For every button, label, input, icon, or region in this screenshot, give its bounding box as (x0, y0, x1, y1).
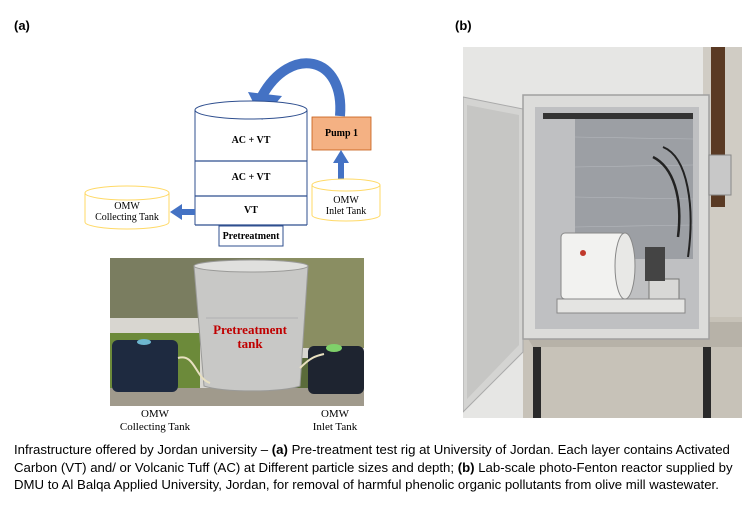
pump-label: Pump 1 (324, 128, 359, 139)
pump-box (311, 116, 372, 151)
layer-1-label: AC + VT (231, 135, 271, 146)
collecting-tank-label: OMW Collecting Tank (95, 201, 159, 223)
pretreatment-photo (110, 258, 364, 406)
panel-a-label: (a) (14, 18, 30, 33)
layer-3-label: VT (244, 205, 258, 216)
outlet-arrow (170, 204, 182, 220)
column-top (194, 100, 308, 120)
figure-caption: Infrastructure offered by Jordan univers… (14, 441, 742, 494)
layer-2-label: AC + VT (231, 172, 271, 183)
caption-b-tag: (b) (457, 459, 475, 475)
panel-b-label: (b) (455, 18, 472, 33)
photo-fenton-reactor-photo (463, 47, 742, 418)
caption-a-tag: (a) (271, 442, 288, 457)
pretreatment-box (218, 225, 284, 247)
caption-intro: Infrastructure offered by Jordan univers… (14, 442, 272, 457)
recirculation-arrow (257, 58, 346, 117)
caption-b-text: Lab-scale photo-Fenton reactor supplied … (14, 459, 733, 493)
caption-a-text: Pre-treatment test rig at University of … (14, 442, 730, 475)
photo-collecting-tank-label: OMW Collecting Tank (119, 408, 191, 433)
photo-inlet-tank-label: OMW Inlet Tank (312, 408, 358, 433)
pretreatment-tank-label: Pretreatment tank (213, 322, 287, 351)
pretreatment-diagram (84, 58, 381, 247)
pretreatment-label: Pretreatment (222, 231, 280, 242)
inlet-to-pump-arrow (333, 150, 349, 163)
inlet-tank-label: OMW Inlet Tank (325, 195, 367, 217)
